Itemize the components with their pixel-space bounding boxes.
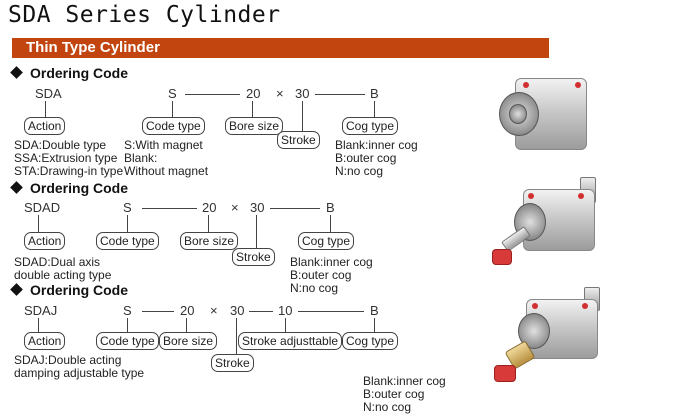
ordering-code-heading-1: Ordering Code [8,65,128,81]
code-adj: 10 [278,303,293,318]
code-type-letter: S [168,86,177,101]
cog-desc: Blank:inner cog B:outer cog N:no cog [335,138,418,178]
action-label: Action [24,232,66,250]
code-bore: 20 [246,86,261,101]
bore-size-label: Bore size [159,332,218,350]
code-prefix: SDAJ [24,303,58,318]
cog-desc: Blank:inner cog B:outer cog N:no cog [363,374,446,414]
cylinder-photo [495,70,595,160]
diamond-bullet-icon [10,181,23,194]
code-type-label: Code type [96,332,159,350]
action-desc: SDAD:Dual axis double acting type [14,255,112,282]
code-type-letter: S [123,303,132,318]
diamond-bullet-icon [10,283,23,296]
page-title: SDA Series Cylinder [8,2,281,28]
cog-type-label: Cog type [298,232,355,250]
code-times: × [210,303,218,318]
code-cog: B [370,86,379,101]
code-type-label: Code type [96,232,159,250]
code-prefix: SDAD [24,200,61,215]
action-desc: SDAJ:Double acting damping adjustable ty… [14,353,145,380]
stroke-label: Stroke [277,131,320,149]
cog-type-label: Cog type [342,117,399,135]
stroke-label: Stroke [211,354,254,372]
code-type-desc: S:With magnet Blank: Without magnet [124,138,209,178]
code-bore: 20 [180,303,195,318]
code-stroke: 30 [250,200,265,215]
stroke-label: Stroke [232,248,275,266]
section-banner: Thin Type Cylinder [12,38,549,58]
code-stroke: 30 [295,86,310,101]
action-desc: SDA:Double type SSA:Extrusion type STA:D… [14,138,124,178]
bore-size-label: Bore size [180,232,239,250]
code-type-letter: S [123,200,132,215]
stroke-adjustable-label: Stroke adjusttable [238,332,343,350]
code-prefix: SDA [35,86,62,101]
banner-text: Thin Type Cylinder [26,39,160,56]
bore-size-label: Bore size [225,117,284,135]
code-bore: 20 [202,200,217,215]
code-type-label: Code type [142,117,205,135]
cog-desc: Blank:inner cog B:outer cog N:no cog [290,255,373,295]
code-cog: B [326,200,335,215]
action-label: Action [24,332,66,350]
ordering-code-heading-2: Ordering Code [8,180,128,196]
diamond-bullet-icon [10,66,23,79]
code-times: × [231,200,239,215]
adjustable-cylinder-photo [490,285,610,395]
code-cog: B [370,303,379,318]
ordering-code-heading-3: Ordering Code [8,282,128,298]
cog-type-label: Cog type [342,332,399,350]
code-times: × [276,86,284,101]
dual-axis-cylinder-photo [488,175,608,275]
action-label: Action [24,117,66,135]
code-stroke: 30 [230,303,245,318]
